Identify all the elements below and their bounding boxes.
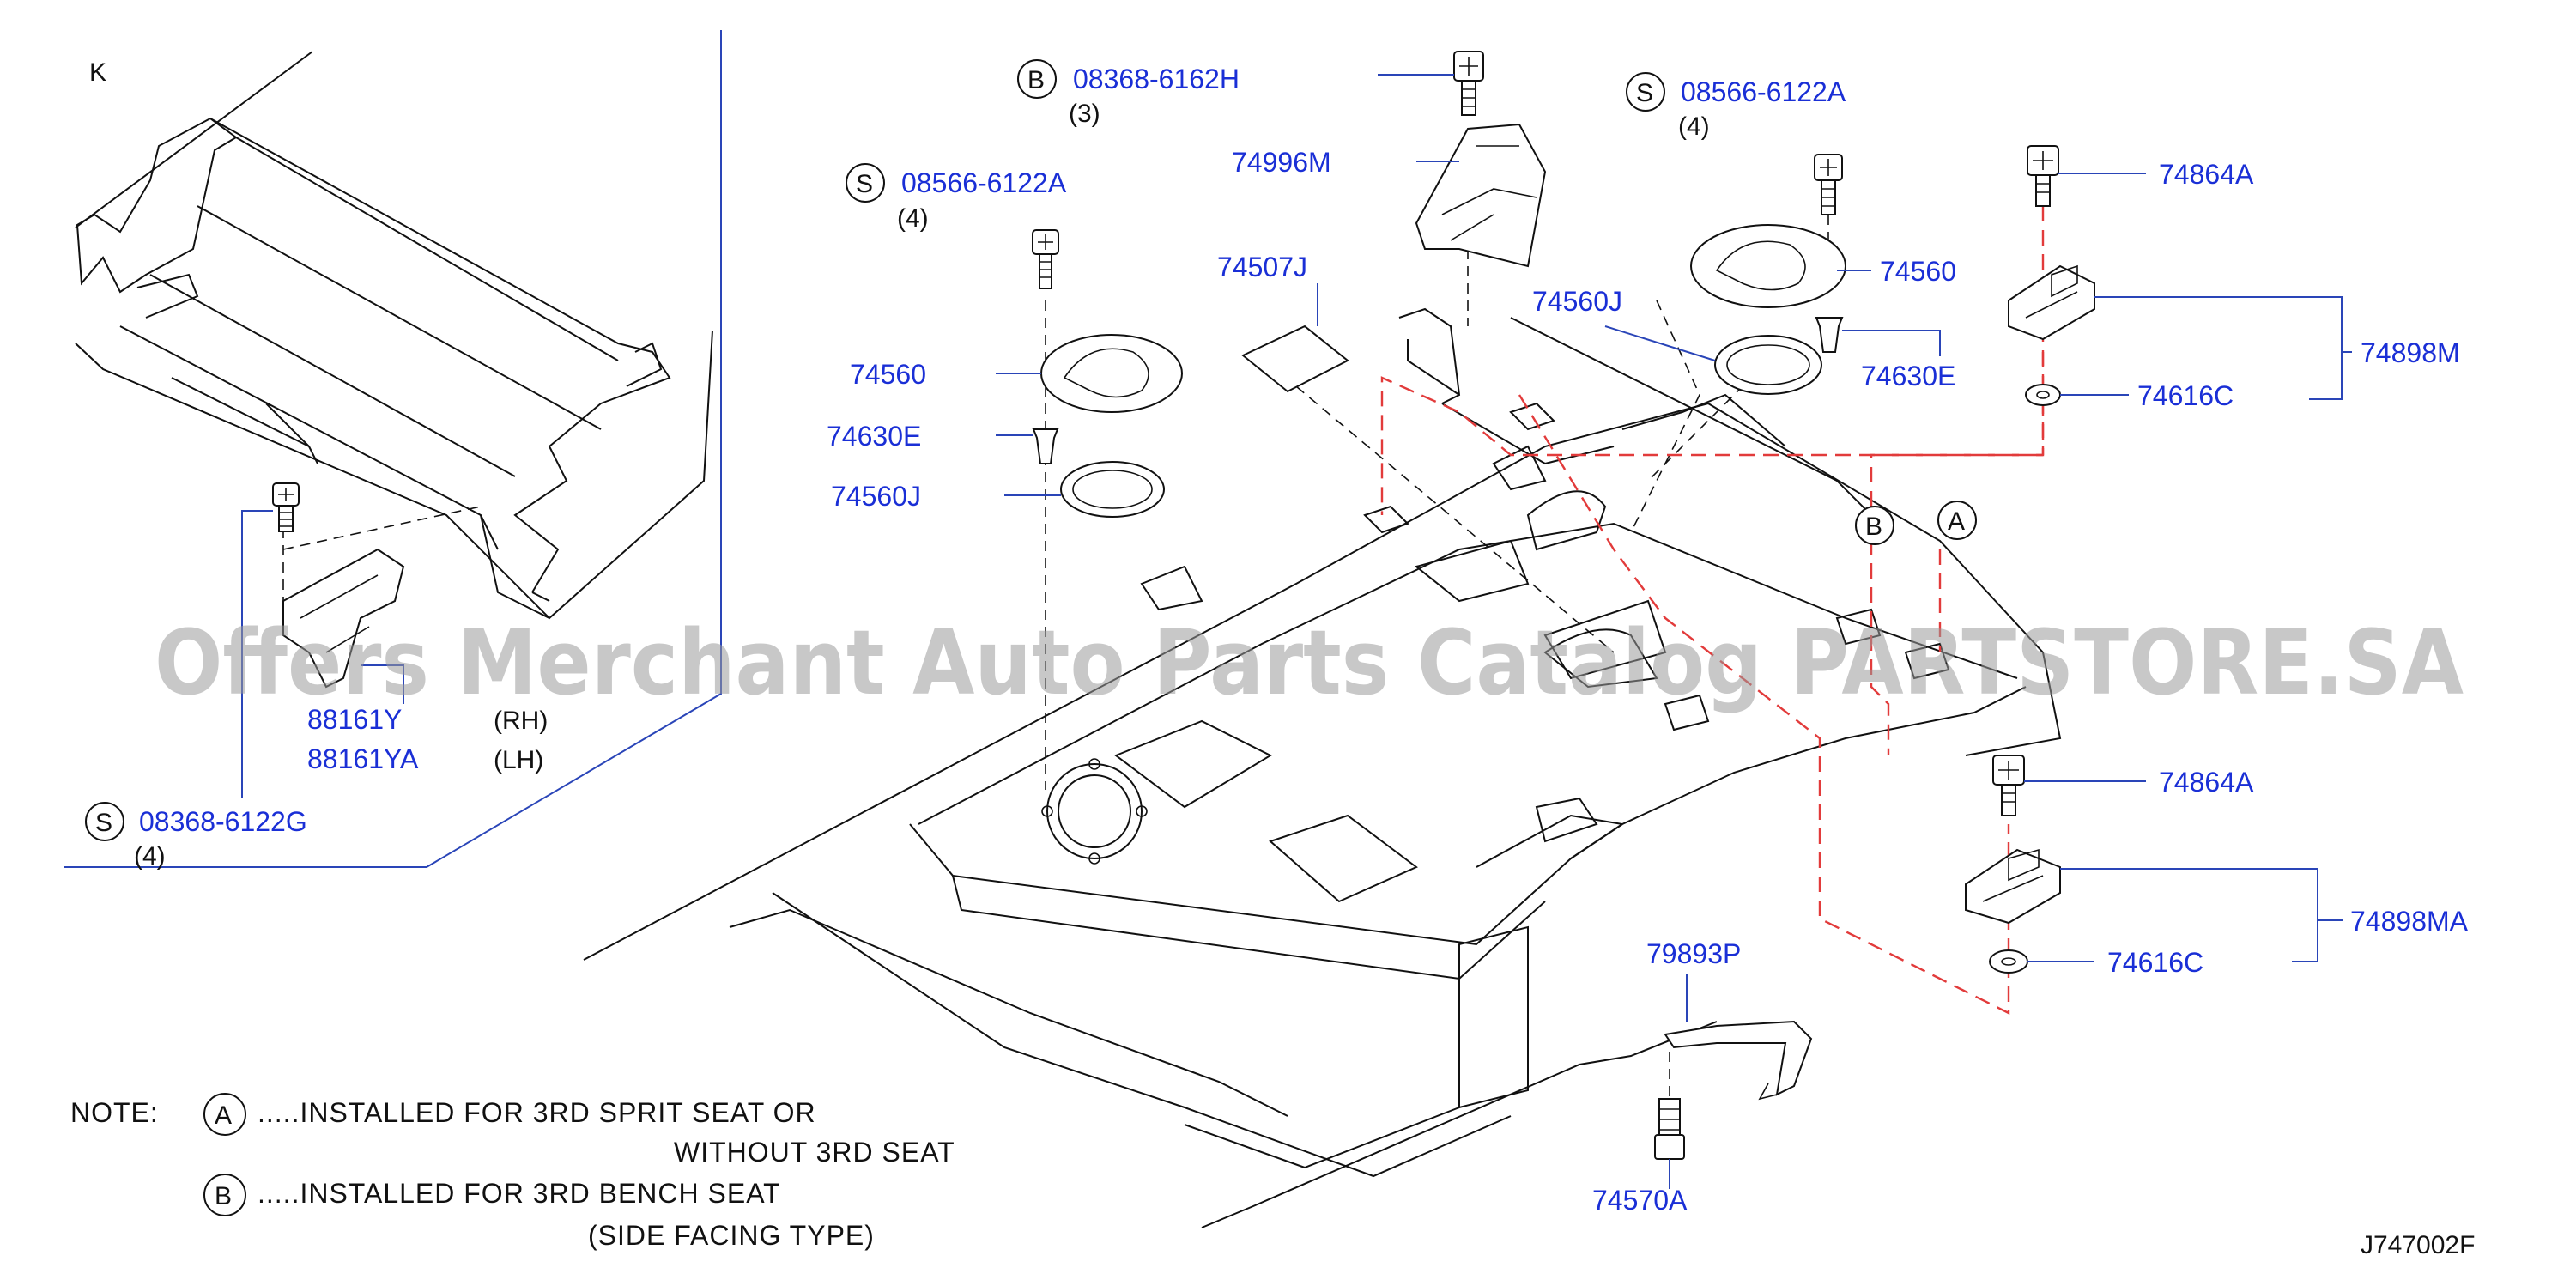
bolt-icon <box>272 482 300 532</box>
part-number-74630E-left[interactable]: 74630E <box>827 421 921 452</box>
clip-icon <box>1815 317 1844 353</box>
inset-detail-k: K <box>64 30 722 871</box>
part-number-74630E-right[interactable]: 74630E <box>1861 361 1955 391</box>
option-path <box>1380 206 2045 1015</box>
callout-letter: S <box>95 809 112 837</box>
right-center-parts-group: S 08566-6122A (4) 74560 74560J 74630E <box>1532 72 1956 395</box>
part-number-08566-6122A-left[interactable]: 08566-6122A <box>901 167 1067 198</box>
leader <box>2094 296 2343 400</box>
callout-s-circle <box>1626 72 1665 112</box>
part-number-74560-right[interactable]: 74560 <box>1880 256 1956 287</box>
note-a-circle <box>203 1093 246 1136</box>
inset-label: K <box>89 58 106 87</box>
note-b-line-2: (SIDE FACING TYPE) <box>588 1220 875 1251</box>
part-number-74560J-left[interactable]: 74560J <box>831 481 921 512</box>
note-b-line-1: .....INSTALLED FOR 3RD BENCH SEAT <box>258 1178 781 1209</box>
part-number-74996M[interactable]: 74996M <box>1232 147 1331 178</box>
part-number-74898MA[interactable]: 74898MA <box>2350 906 2469 937</box>
left-parts-group: S 08566-6122A (4) 74560 74630E 74560J <box>827 163 1183 518</box>
seat-bracket-icon <box>282 548 405 689</box>
pad-icon <box>1241 325 1349 393</box>
callout-letter: S <box>1636 79 1653 107</box>
note-a-line-1: .....INSTALLED FOR 3RD SPRIT SEAT OR <box>258 1097 816 1128</box>
note-a-letter: A <box>215 1101 232 1130</box>
bolt-icon <box>1032 229 1059 289</box>
part-number-88161YA[interactable]: 88161YA <box>307 743 419 774</box>
part-number-74560J-right[interactable]: 74560J <box>1532 286 1622 317</box>
grommet-cover-icon <box>1040 334 1183 413</box>
callout-letter: B <box>1027 66 1045 94</box>
bracket-icon <box>1415 123 1547 268</box>
bolt-icon <box>1814 154 1843 215</box>
quantity-label: (4) <box>1678 112 1710 141</box>
harness-bracket-icon <box>1664 1020 1813 1101</box>
option-marker-a: A <box>1937 500 1977 540</box>
marker-b-letter: B <box>1865 513 1882 541</box>
clip-icon <box>1032 428 1059 464</box>
part-number-08368-6122G[interactable]: 08368-6122G <box>139 806 307 837</box>
side-rh-label: (RH) <box>494 707 548 735</box>
option-marker-b: B <box>1855 506 1894 545</box>
callout-s-circle <box>846 163 885 203</box>
quantity-label: (4) <box>134 842 166 871</box>
bottom-center-parts-group: 79893P 74570A <box>1592 938 1813 1216</box>
striker-icon <box>1965 848 2061 925</box>
note-b-circle <box>203 1174 246 1216</box>
note-b-letter: B <box>215 1182 232 1210</box>
part-number-74898M[interactable]: 74898M <box>2361 337 2460 368</box>
crossmember-drawing <box>75 51 713 620</box>
part-number-74616C-bottom[interactable]: 74616C <box>2107 947 2203 978</box>
seal-ring-icon <box>1714 335 1822 395</box>
side-lh-label: (LH) <box>494 746 543 774</box>
floor-assembly-drawing <box>583 307 2062 1228</box>
leader <box>2060 868 2318 962</box>
callout-letter: S <box>856 170 873 198</box>
leader <box>1842 330 1941 356</box>
part-number-08368-6162H[interactable]: 08368-6162H <box>1073 64 1240 94</box>
inset-border <box>64 30 722 868</box>
note-a-line-2: WITHOUT 3RD SEAT <box>674 1137 955 1168</box>
drawing-code: J747002F <box>2361 1231 2475 1259</box>
part-number-08566-6122A-right[interactable]: 08566-6122A <box>1681 76 1846 107</box>
quantity-label: (3) <box>1069 100 1100 128</box>
right-bottom-parts-group: 74864A 74898MA 74616C <box>1965 755 2469 978</box>
part-number-74560-left[interactable]: 74560 <box>850 359 926 390</box>
part-number-79893P[interactable]: 79893P <box>1646 938 1741 969</box>
seal-ring-icon <box>1060 461 1165 518</box>
bolt-icon <box>1453 51 1484 116</box>
callout-b-circle <box>1017 59 1057 99</box>
notes-block: NOTE: A .....INSTALLED FOR 3RD SPRIT SEA… <box>70 1093 955 1251</box>
part-number-88161Y[interactable]: 88161Y <box>307 704 402 735</box>
part-number-74507J[interactable]: 74507J <box>1217 252 1307 282</box>
right-top-parts-group: 74864A 74898M 74616C <box>2008 145 2460 411</box>
part-number-74864A-bottom[interactable]: 74864A <box>2159 767 2254 798</box>
callout-s-circle <box>85 802 124 841</box>
note-title: NOTE: <box>70 1097 159 1128</box>
part-number-74864A-top[interactable]: 74864A <box>2159 159 2254 190</box>
part-number-74570A[interactable]: 74570A <box>1592 1185 1688 1216</box>
bolt-icon <box>2027 145 2059 207</box>
bolt-icon <box>1654 1098 1685 1160</box>
leader <box>361 664 404 704</box>
quantity-label: (4) <box>897 204 929 233</box>
part-number-74616C-top[interactable]: 74616C <box>2137 380 2234 411</box>
leader <box>1604 325 1716 361</box>
grommet-cover-icon <box>1690 224 1846 308</box>
leader <box>241 510 273 798</box>
watermark: Offers Merchant Auto Parts Catalog PARTS… <box>155 610 2464 715</box>
center-parts-group: B 08368-6162H (3) 74996M 74507J <box>1017 51 1547 393</box>
marker-a-letter: A <box>1948 507 1965 536</box>
bolt-icon <box>1992 755 2025 816</box>
striker-icon <box>2008 264 2095 341</box>
washer-icon <box>1989 949 2028 974</box>
washer-icon <box>2025 384 2061 406</box>
